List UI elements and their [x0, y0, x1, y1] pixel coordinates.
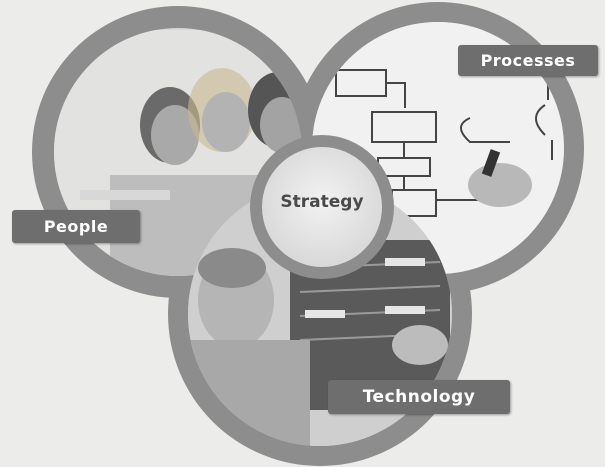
people-label: People [12, 210, 140, 243]
strategy-circle [250, 135, 394, 279]
technology-label: Technology [328, 380, 510, 414]
processes-label: Processes [458, 45, 598, 76]
strategy-label: Strategy [280, 192, 364, 212]
